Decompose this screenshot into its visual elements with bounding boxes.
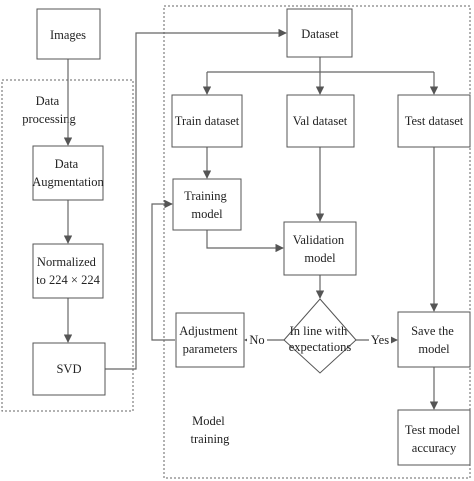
model-training-region — [163, 5, 471, 479]
node-test-accuracy: Test model accuracy — [397, 409, 471, 466]
node-training-model: Training model — [172, 178, 242, 231]
connectors — [63, 28, 439, 410]
node-adjustment-parameters-label: Adjustment parameters — [179, 324, 240, 356]
node-val-dataset-label: Val dataset — [293, 114, 348, 128]
node-test-dataset: Test dataset — [397, 94, 471, 148]
node-training-model-label: Training model — [184, 189, 230, 221]
node-dataset-label: Dataset — [301, 27, 339, 41]
node-decision-label: In line with expectations — [289, 324, 352, 354]
node-test-accuracy-label: Test model accuracy — [405, 423, 463, 455]
node-svd: SVD — [32, 342, 106, 396]
no-label: No — [249, 333, 264, 347]
node-train-dataset: Train dataset — [171, 94, 243, 148]
data-processing-label: Data processing — [22, 94, 76, 126]
node-images: Images — [36, 8, 101, 60]
node-validation-model: Validation model — [283, 221, 357, 276]
edge-training-validation — [206, 230, 284, 253]
yes-label-bg — [369, 331, 391, 347]
node-test-dataset-label: Test dataset — [405, 114, 464, 128]
node-val-dataset: Val dataset — [286, 94, 355, 148]
node-decision: In line with expectations — [283, 298, 357, 374]
node-data-augmentation: Data Augmentation — [32, 145, 105, 201]
node-adjustment-parameters: Adjustment parameters — [175, 312, 245, 368]
node-validation-model-label: Validation model — [293, 233, 348, 265]
node-save-model-label: Save the model — [411, 324, 457, 356]
edge-adjustment-training — [151, 199, 175, 341]
node-svd-label: SVD — [56, 362, 81, 376]
node-normalized-label: Normalized to 224 × 224 — [36, 255, 100, 287]
node-normalized: Normalized to 224 × 224 — [32, 243, 104, 299]
model-training-label: Model training — [191, 414, 231, 446]
node-save-model: Save the model — [397, 311, 471, 368]
node-images-label: Images — [50, 28, 86, 42]
yes-label: Yes — [371, 333, 389, 347]
node-train-dataset-label: Train dataset — [175, 114, 240, 128]
edge-svd-dataset — [105, 28, 287, 370]
node-dataset: Dataset — [286, 8, 353, 58]
node-data-augmentation-label: Data Augmentation — [32, 157, 104, 189]
no-label-bg — [247, 331, 267, 347]
